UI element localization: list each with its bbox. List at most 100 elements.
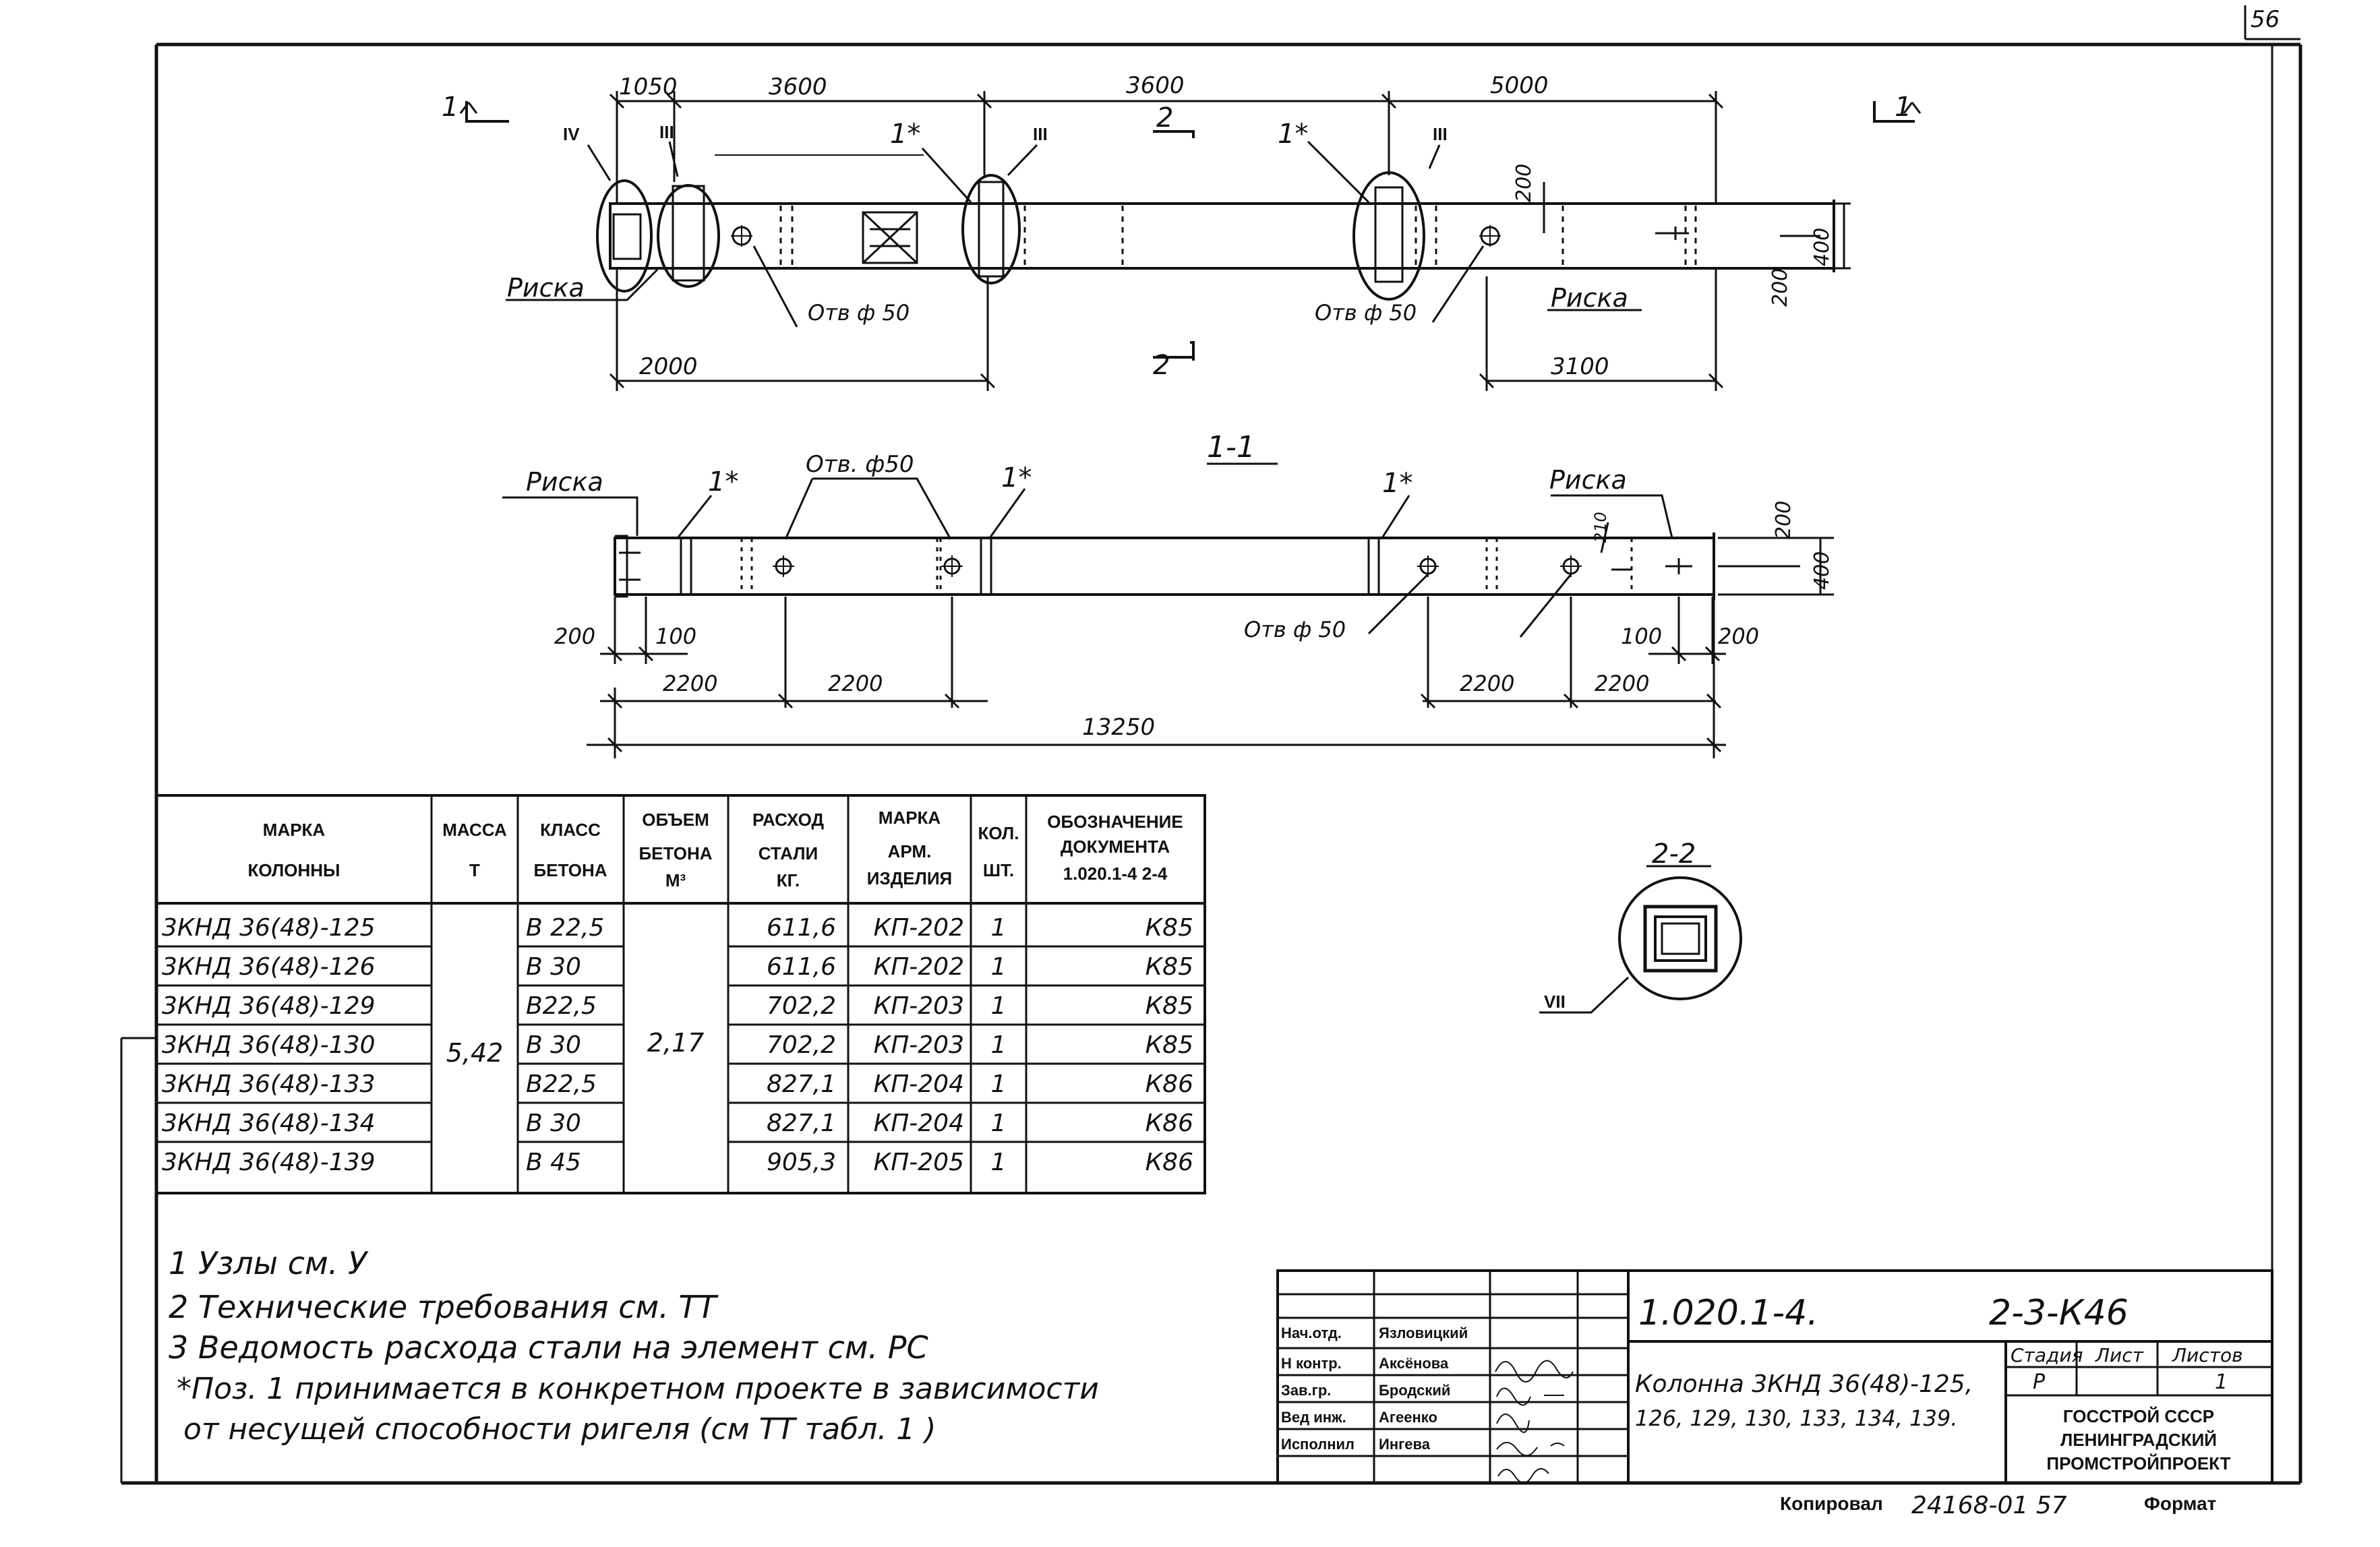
section-2-2-view — [1539, 865, 1742, 1014]
org-line1: ГОССТРОЙ СССР — [2063, 1406, 2214, 1426]
stage-label: Стадия — [2011, 1344, 2083, 1366]
cell-klass: В 30 — [526, 1031, 581, 1059]
sec11-hole-top: Отв. ф50 — [806, 451, 914, 478]
sheet-label: Лист — [2095, 1344, 2144, 1366]
pos-mark-1-plan-a: 1* — [890, 119, 920, 150]
td-volume-merged: 2,17 — [647, 1028, 705, 1058]
sec11-pos-mark-a: 1* — [708, 466, 738, 497]
cell-arm: КП-202 — [874, 914, 964, 942]
plan-dim-3600-a: 3600 — [769, 73, 827, 100]
pos-mark-1-plan-b: 1* — [1278, 119, 1308, 150]
cell-marka: 3КНД 36(48)-126 — [162, 953, 376, 981]
cell-marka: 3КНД 36(48)-129 — [162, 992, 376, 1020]
td-mass-merged: 5,42 — [446, 1038, 504, 1068]
cell-marka: 3КНД 36(48)-125 — [162, 914, 376, 942]
cell-kol: 1 — [991, 1110, 1007, 1137]
cell-rashod: 611,6 — [767, 953, 836, 981]
cell-doc: К86 — [1146, 1070, 1193, 1098]
plan-dim-3600-b: 3600 — [1126, 72, 1185, 99]
staff-role: Н контр. — [1281, 1355, 1342, 1372]
doc-code: 1.020.1-4. — [1638, 1293, 1818, 1333]
plan-view — [459, 91, 1922, 391]
plan-hole-right: Отв ф 50 — [1315, 300, 1417, 326]
cell-rashod: 827,1 — [767, 1070, 836, 1098]
note-1: 1 Узлы см. У — [169, 1245, 369, 1281]
node-iv-callout — [596, 179, 653, 293]
plan-riska-left: Риска — [507, 273, 585, 303]
section-1-1-title: 1-1 — [1207, 430, 1255, 464]
section-mark-2-top: 2 — [1156, 102, 1173, 133]
sec11-dim-200-far-right: 200 — [1718, 624, 1759, 649]
cell-doc: К85 — [1146, 1031, 1193, 1059]
sheets-value: 1 — [2215, 1370, 2228, 1394]
cell-kol: 1 — [991, 1031, 1007, 1059]
staff-role: Исполнил — [1281, 1436, 1355, 1453]
sec11-dim-100-right: 100 — [1621, 624, 1662, 649]
cell-rashod: 827,1 — [767, 1110, 836, 1137]
node-label-iv: IV — [563, 124, 580, 144]
cell-rashod: 611,6 — [767, 914, 836, 942]
sec11-dim-200-left: 200 — [554, 624, 595, 649]
cell-doc: К86 — [1146, 1110, 1193, 1137]
cell-klass: В 45 — [526, 1149, 581, 1176]
sec11-dim-2200-c: 2200 — [1460, 671, 1514, 696]
staff-name: Язловицкий — [1379, 1325, 1468, 1341]
plan-riska-right: Риска — [1551, 283, 1628, 313]
cell-rashod: 702,2 — [767, 1031, 836, 1059]
plan-dim-200-bottom: 200 — [1768, 268, 1792, 307]
node-label-iii-a: III — [659, 122, 674, 142]
section-1-1-view — [502, 477, 1834, 758]
sec11-dim-2200-b: 2200 — [828, 671, 883, 696]
sec11-total-13250: 13250 — [1082, 714, 1155, 741]
sec11-dim-210: 210 — [1591, 512, 1610, 543]
sec11-dim-2200-a: 2200 — [663, 671, 717, 696]
staff-role: Нач.отд. — [1281, 1325, 1342, 1341]
sec11-dim-400: 400 — [1810, 551, 1834, 590]
doc-name-line1: Колонна 3КНД 36(48)-125, — [1635, 1370, 1973, 1398]
plan-dim-3100: 3100 — [1551, 353, 1609, 380]
stage-value: Р — [2033, 1370, 2046, 1394]
cell-arm: КП-205 — [874, 1149, 964, 1176]
cell-arm: КП-204 — [874, 1070, 964, 1098]
spec-table-grid — [155, 794, 1206, 1194]
staff-role: Зав.гр. — [1281, 1382, 1331, 1399]
cell-arm: КП-203 — [874, 992, 964, 1020]
cell-kol: 1 — [991, 1070, 1007, 1098]
plan-dim-5000: 5000 — [1490, 72, 1549, 99]
org-line2: ЛЕНИНГРАДСКИЙ — [2060, 1430, 2217, 1450]
title-block-grid — [1276, 1269, 2273, 1484]
copied-label: Копировал — [1780, 1493, 1883, 1514]
cell-doc: К85 — [1146, 992, 1193, 1020]
plan-dim-2000: 2000 — [639, 353, 698, 380]
sec11-riska-right: Риска — [1549, 465, 1627, 495]
note-3: 3 Ведомость расхода стали на элемент см.… — [169, 1329, 928, 1366]
node-label-iii-c: III — [1433, 124, 1448, 144]
sheet-number: 56 — [2251, 6, 2280, 33]
note-star-1: *Поз. 1 принимается в конкретном проекте… — [177, 1372, 1099, 1406]
copy-code: 24168-01 57 — [1911, 1492, 2067, 1519]
staff-name: Агеенко — [1379, 1409, 1437, 1426]
format-label: Формат — [2144, 1493, 2216, 1514]
section-2-2-title: 2-2 — [1652, 839, 1696, 870]
sheet-frame — [120, 5, 2302, 1485]
sec11-pos-mark-b: 1* — [1001, 462, 1032, 493]
plan-dim-400: 400 — [1810, 228, 1834, 266]
sheets-label: Листов — [2172, 1344, 2243, 1366]
cell-rashod: 905,3 — [767, 1149, 836, 1176]
plan-dim-1050: 1050 — [619, 73, 678, 100]
signatures — [1495, 1360, 1574, 1484]
cell-kol: 1 — [991, 914, 1007, 942]
